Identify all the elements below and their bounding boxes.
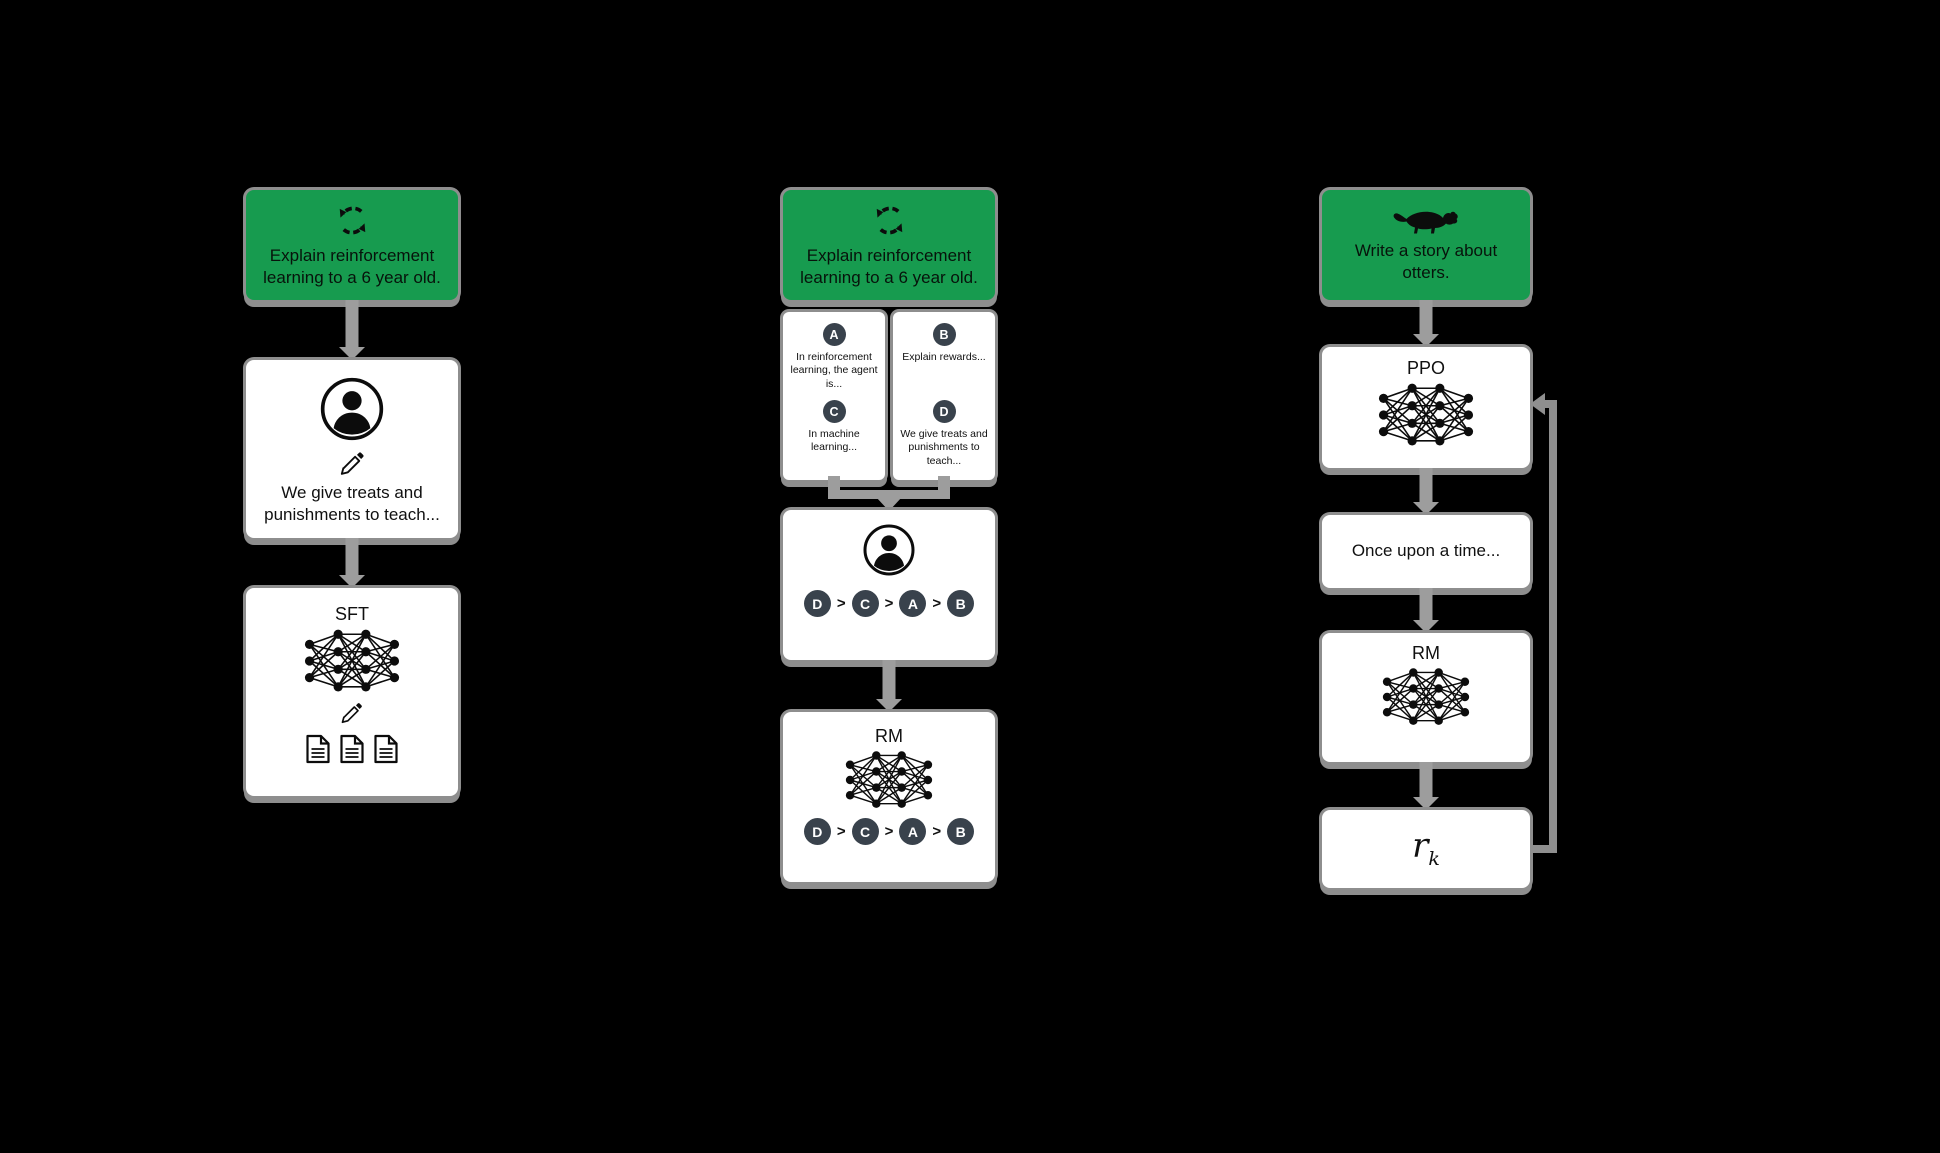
generated-output-text: Once upon a time...: [1351, 541, 1501, 561]
answer-option-a: A In reinforcement learning, the agent i…: [789, 323, 879, 391]
preference-ranking: D > C > A > B: [803, 590, 975, 617]
arrow-ranking-to-rm: [875, 660, 903, 712]
arrow-prompt-to-labeler: [338, 300, 366, 360]
document-icon: [373, 734, 399, 764]
document-icon: [339, 734, 365, 764]
greater-than: >: [884, 595, 894, 612]
step2-rm-model-card: RM D > C > A > B: [783, 712, 995, 882]
step3-output-card: Once upon a time...: [1322, 515, 1530, 588]
reward-symbol: r: [1412, 826, 1429, 867]
arrow-labeler-to-sft: [338, 538, 366, 588]
arrow-head: [1413, 620, 1439, 633]
training-documents-icons: [305, 734, 399, 764]
step3-rm-model-card: RM: [1322, 633, 1530, 762]
arrow-head: [1413, 502, 1439, 515]
step2-reward-model-column: Explain reinforcement learning to a 6 ye…: [783, 0, 995, 1153]
arrow-head: [876, 699, 902, 712]
answer-option-c: C In machine learning...: [789, 400, 879, 455]
option-c-badge: C: [822, 400, 846, 423]
comparison-card-ac: A In reinforcement learning, the agent i…: [783, 312, 885, 480]
answer-option-b: B Explain rewards...: [899, 323, 989, 364]
arrow-head: [339, 347, 365, 360]
rank-badge-3: A: [899, 818, 927, 845]
arrow-stub: [1419, 588, 1433, 621]
option-d-text: We give treats and punishments to teach.…: [900, 428, 988, 467]
step1-sft-model-card: SFT: [246, 588, 458, 796]
step2-prompt-text: Explain reinforcement learning to a 6 ye…: [800, 246, 978, 288]
merge-connector-arrow-head: [876, 497, 902, 511]
ppo-label: PPO: [1406, 358, 1445, 378]
arrow-head: [339, 575, 365, 588]
step1-prompt-text: Explain reinforcement learning to a 6 ye…: [263, 246, 441, 288]
rank-badge-3: A: [899, 590, 927, 617]
rank-badge-2: C: [851, 590, 879, 617]
merge-connector-right-stub: [938, 476, 950, 494]
greater-than: >: [884, 823, 894, 840]
step3-ppo-column: Write a story about otters. PPO Once upo…: [1322, 0, 1530, 1153]
rm-label: RM: [1412, 643, 1440, 663]
step3-prompt-text: Write a story about otters.: [1354, 241, 1498, 283]
pencil-icon: [340, 701, 364, 725]
rank-badge-4: B: [947, 590, 975, 617]
arrow-stub: [882, 660, 896, 700]
arrow-stub: [345, 300, 359, 348]
arrow-stub: [1419, 468, 1433, 503]
rank-badge-4: B: [947, 818, 975, 845]
merge-connector-left-stub: [828, 476, 840, 494]
greater-than: >: [932, 823, 942, 840]
arrow-ppo-to-output: [1412, 468, 1440, 515]
otter-icon: [1393, 206, 1459, 236]
labeler-person-icon: [862, 523, 916, 577]
preference-ranking: D > C > A > B: [803, 818, 975, 845]
rank-badge-2: C: [851, 818, 879, 845]
pencil-icon: [339, 450, 366, 477]
neural-network-icon: [1382, 668, 1470, 725]
rank-badge-1: D: [803, 590, 831, 617]
arrow-stub: [1419, 762, 1433, 798]
option-a-text: In reinforcement learning, the agent is.…: [790, 351, 878, 390]
sft-label: SFT: [335, 604, 369, 624]
option-b-text: Explain rewards...: [902, 351, 986, 363]
rank-badge-1: D: [803, 818, 831, 845]
step3-reward-card: rk: [1322, 810, 1530, 888]
merge-connector-bar: [828, 490, 950, 499]
arrow-head: [1413, 334, 1439, 347]
sampled-prompt-cycle-icon: [335, 203, 370, 238]
arrow-head: [1413, 797, 1439, 810]
rm-label: RM: [875, 726, 903, 746]
step2-prompt-card: Explain reinforcement learning to a 6 ye…: [783, 190, 995, 300]
reward-subscript: k: [1428, 847, 1440, 870]
step3-prompt-card: Write a story about otters.: [1322, 190, 1530, 300]
labeler-person-icon: [319, 376, 385, 442]
neural-network-icon: [1378, 383, 1474, 446]
sampled-prompt-cycle-icon: [872, 203, 907, 238]
option-c-text: In machine learning...: [808, 428, 860, 454]
document-icon: [305, 734, 331, 764]
comparison-card-bd: B Explain rewards... D We give treats an…: [893, 312, 995, 480]
step1-prompt-card: Explain reinforcement learning to a 6 ye…: [246, 190, 458, 300]
option-b-badge: B: [932, 323, 956, 346]
step1-labeler-card: We give treats and punishments to teach.…: [246, 360, 458, 538]
reward-value: rk: [1412, 829, 1440, 869]
step1-sft-column: Explain reinforcement learning to a 6 ye…: [246, 0, 458, 1153]
greater-than: >: [836, 595, 846, 612]
loop-arrow-head: [1530, 393, 1545, 415]
arrow-prompt-to-ppo: [1412, 300, 1440, 347]
step2-ranking-card: D > C > A > B: [783, 510, 995, 660]
loop-bottom-segment: [1530, 845, 1557, 853]
loop-vertical-segment: [1549, 400, 1557, 849]
neural-network-icon: [304, 629, 400, 692]
arrow-output-to-rm: [1412, 588, 1440, 633]
greater-than: >: [932, 595, 942, 612]
step3-ppo-policy-card: PPO: [1322, 347, 1530, 468]
arrow-stub: [345, 538, 359, 576]
option-a-badge: A: [822, 323, 846, 346]
neural-network-icon: [845, 751, 933, 808]
option-d-badge: D: [932, 400, 956, 423]
greater-than: >: [836, 823, 846, 840]
arrow-stub: [1419, 300, 1433, 335]
demonstration-text: We give treats and punishments to teach.…: [264, 483, 440, 525]
answer-option-d: D We give treats and punishments to teac…: [899, 400, 989, 468]
arrow-rm-to-reward: [1412, 762, 1440, 810]
